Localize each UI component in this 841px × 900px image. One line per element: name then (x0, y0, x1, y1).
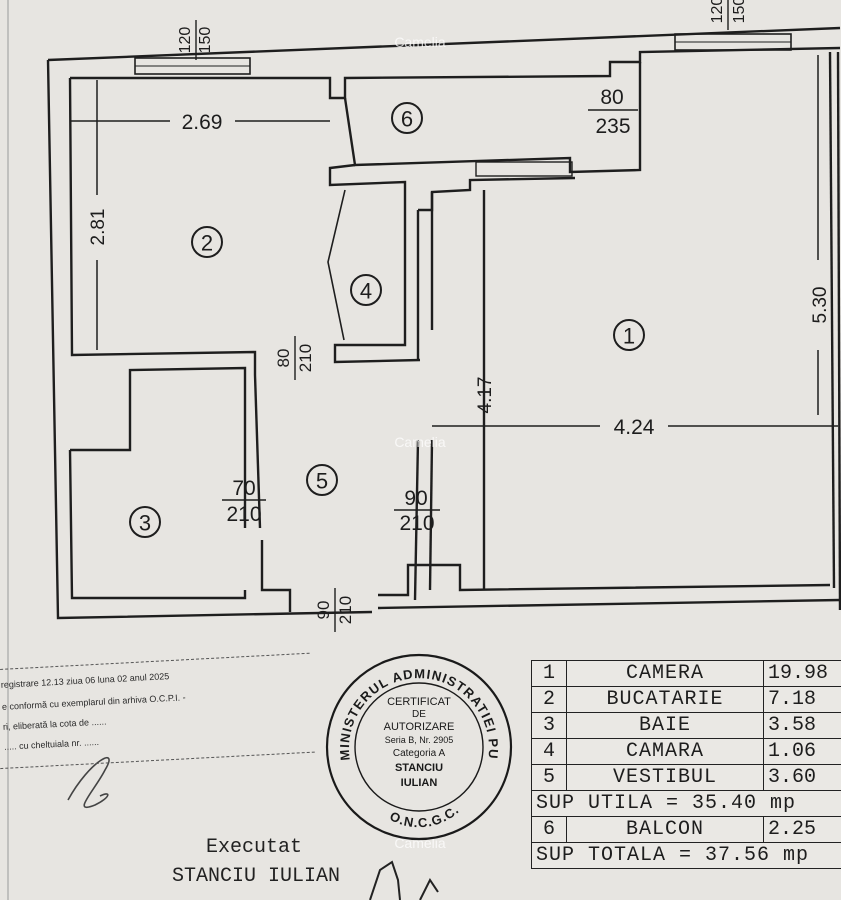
svg-text:90: 90 (404, 487, 427, 510)
dim-hall-height: 4.17 (475, 377, 496, 414)
row-name: BUCATARIE (566, 686, 764, 713)
room-number-2: 2 (191, 226, 223, 258)
svg-text:O.N.C.G.C.: O.N.C.G.C. (387, 802, 462, 830)
area-table: 1 CAMERA 19.98 2 BUCATARIE 7.18 3 BAIE 3… (531, 660, 841, 869)
sup-totala: SUP TOTALA = 37.56 mp (531, 842, 841, 869)
svg-text:235: 235 (595, 115, 630, 138)
window-label-left: 120 150 (177, 20, 214, 60)
door-label-bath: 70 210 (222, 477, 266, 526)
table-row-subtotal: SUP UTILA = 35.40 mp (531, 790, 841, 817)
svg-text:90: 90 (314, 601, 333, 620)
svg-text:1: 1 (623, 324, 635, 349)
registration-line-1: registrare 12.13 ziua 06 luna 02 anul 20… (0, 671, 170, 690)
stamp-line-4: Seria B, Nr. 2905 (384, 735, 454, 745)
svg-text:210: 210 (226, 503, 261, 526)
svg-text:6: 6 (401, 107, 413, 132)
door-label-kitchen: 80 210 (274, 336, 315, 380)
row-number: 1 (531, 660, 567, 687)
svg-text:150: 150 (197, 27, 214, 54)
room-number-6: 6 (391, 102, 423, 134)
dimension-lines (70, 55, 838, 590)
window-label-right: 120 150 (709, 0, 748, 30)
window-top-left (134, 57, 251, 75)
sup-utila: SUP UTILA = 35.40 mp (531, 790, 841, 817)
svg-text:120: 120 (709, 0, 726, 23)
window-top-right (674, 33, 792, 51)
row-name: BALCON (566, 816, 764, 843)
row-number: 5 (531, 764, 567, 791)
row-name: CAMERA (566, 660, 764, 687)
executed-label: Executat (206, 836, 303, 859)
table-row-total: SUP TOTALA = 37.56 mp (531, 842, 841, 869)
room-number-5: 5 (306, 464, 338, 496)
row-value: 3.60 (763, 764, 841, 791)
stamp-ring-bottom: O.N.C.G.C. (387, 802, 461, 830)
row-value: 19.98 (763, 660, 841, 687)
svg-text:4: 4 (360, 279, 372, 304)
watermark-middle: Camelia (394, 434, 446, 450)
dim-room-height: 5.30 (810, 287, 831, 324)
svg-text:150: 150 (731, 0, 748, 23)
svg-text:3: 3 (139, 511, 151, 536)
dim-kitchen-width: 2.69 (182, 111, 223, 134)
row-value: 7.18 (763, 686, 841, 713)
svg-text:5: 5 (316, 469, 328, 494)
row-name: VESTIBUL (566, 764, 764, 791)
table-row: 5 VESTIBUL 3.60 (531, 764, 841, 791)
table-row: 2 BUCATARIE 7.18 (531, 686, 841, 713)
stamp-line-5: Categoria A (392, 748, 446, 759)
stamp-line-3: AUTORIZARE (383, 721, 455, 733)
table-row: 3 BAIE 3.58 (531, 712, 841, 739)
row-value: 2.25 (763, 816, 841, 843)
dim-kitchen-height: 2.81 (88, 209, 109, 246)
door-label-room: 90 210 (394, 487, 440, 535)
executed-name: STANCIU IULIAN (172, 865, 341, 888)
svg-text:80: 80 (600, 86, 623, 109)
row-name: CAMARA (566, 738, 764, 765)
table-row: 1 CAMERA 19.98 (531, 660, 841, 687)
svg-text:210: 210 (399, 512, 434, 535)
svg-text:2: 2 (201, 231, 213, 256)
stamp-line-6: STANCIU (394, 762, 444, 774)
row-number: 3 (531, 712, 567, 739)
stamp-ring: MINISTERUL ADMINISTRATIEI PUBLICE O.N.C.… (315, 636, 513, 841)
door-label-entry: 90 210 (314, 588, 355, 632)
row-number: 2 (531, 686, 567, 713)
registration-line-3: ri, eliberată la cota de ...... (2, 716, 107, 732)
watermark-top: Camelia (394, 34, 446, 50)
room-number-4: 4 (350, 274, 382, 306)
outer-walls (46, 26, 841, 620)
svg-text:210: 210 (336, 596, 355, 624)
registration-note: registrare 12.13 ziua 06 luna 02 anul 20… (0, 652, 315, 770)
balcony-door (475, 161, 573, 177)
door-label-balcony: 80 235 (588, 86, 638, 138)
registration-line-4: ..... cu cheltuiala nr. ...... (3, 736, 100, 752)
room-number-1: 1 (613, 319, 645, 351)
row-number: 4 (531, 738, 567, 765)
row-name: BAIE (566, 712, 764, 739)
registration-signature (67, 757, 110, 808)
table-row: 4 CAMARA 1.06 (531, 738, 841, 765)
pantry-door-swing (327, 189, 346, 341)
row-number: 6 (531, 816, 567, 843)
svg-text:70: 70 (232, 477, 255, 500)
svg-text:210: 210 (296, 344, 315, 372)
registration-line-2: e conformă cu exemplarul din arhiva O.C.… (1, 692, 186, 712)
stamp-line-7: IULIAN (400, 777, 438, 789)
room-number-3: 3 (129, 506, 161, 538)
svg-text:80: 80 (274, 349, 293, 368)
authorization-stamp: MINISTERUL ADMINISTRATIEI PUBLICE O.N.C.… (315, 636, 518, 846)
row-value: 3.58 (763, 712, 841, 739)
table-row: 6 BALCON 2.25 (531, 816, 841, 843)
row-value: 1.06 (763, 738, 841, 765)
dim-room-width: 4.24 (614, 416, 655, 439)
stamp-line-2: DE (412, 709, 426, 720)
svg-text:120: 120 (177, 27, 194, 54)
stamp-line-1: CERTIFICAT (387, 696, 451, 708)
author-signature (369, 860, 439, 900)
balcony-walls (328, 62, 642, 364)
